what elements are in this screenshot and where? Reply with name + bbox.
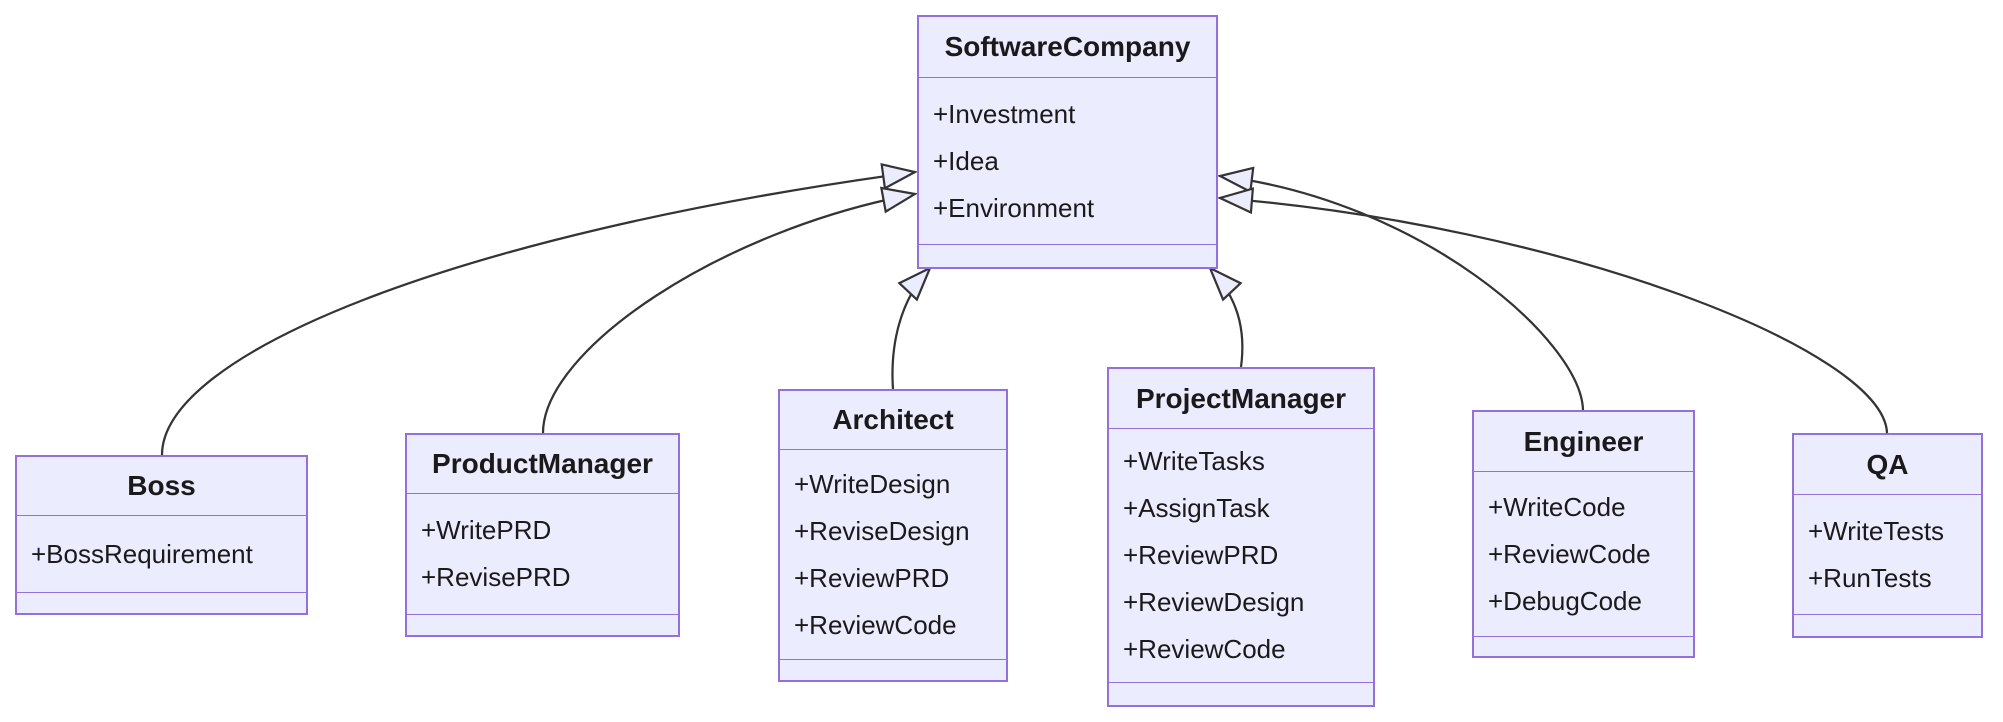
class-members: +WriteCode +ReviewCode +DebugCode	[1474, 472, 1693, 637]
class-title: ProjectManager	[1109, 369, 1373, 429]
class-member: +ReviewPRD	[1123, 540, 1279, 570]
class-title: Boss	[17, 457, 306, 516]
class-member: +Environment	[933, 192, 1095, 223]
edge-engineer-to-softwarecompany	[1216, 166, 1585, 411]
class-member: +RunTests	[1808, 562, 1932, 593]
class-member: +RevisePRD	[421, 562, 571, 592]
edge-productmanager-to-softwarecompany	[541, 186, 919, 434]
class-member: +Idea	[933, 145, 999, 176]
class-members: +Investment +Idea +Environment	[919, 78, 1216, 245]
class-member: +ReviewDesign	[1123, 587, 1305, 617]
edge-projectmanager-to-softwarecompany	[1207, 265, 1244, 368]
class-title: SoftwareCompany	[919, 17, 1216, 78]
class-softwarecompany: SoftwareCompany +Investment +Idea +Envir…	[917, 15, 1218, 269]
class-methods-empty	[407, 615, 678, 635]
class-member: +ReviewCode	[1123, 634, 1286, 664]
class-member: +WriteTasks	[1123, 446, 1265, 476]
class-projectmanager: ProjectManager +WriteTasks +AssignTask +…	[1107, 367, 1375, 707]
class-members: +WriteTasks +AssignTask +ReviewPRD +Revi…	[1109, 429, 1373, 683]
class-boss: Boss +BossRequirement	[15, 455, 308, 615]
class-member: +BossRequirement	[31, 538, 253, 569]
edge-qa-to-softwarecompany	[1216, 187, 1889, 434]
class-methods-empty	[17, 593, 306, 613]
class-engineer: Engineer +WriteCode +ReviewCode +DebugCo…	[1472, 410, 1695, 658]
class-member: +ReviseDesign	[794, 515, 970, 546]
class-member: +AssignTask	[1123, 493, 1270, 523]
class-member: +Investment	[933, 98, 1076, 129]
class-title: ProductManager	[407, 435, 678, 494]
edge-architect-to-softwarecompany	[891, 265, 933, 390]
class-methods-empty	[780, 660, 1006, 680]
class-member: +ReviewCode	[1488, 538, 1651, 569]
class-members: +WriteDesign +ReviseDesign +ReviewPRD +R…	[780, 450, 1006, 660]
class-methods-empty	[919, 245, 1216, 267]
class-member: +ReviewCode	[794, 609, 957, 640]
class-methods-empty	[1109, 683, 1373, 705]
class-members: +WritePRD +RevisePRD	[407, 494, 678, 615]
class-member: +WriteDesign	[794, 468, 951, 499]
class-architect: Architect +WriteDesign +ReviseDesign +Re…	[778, 389, 1008, 682]
class-title: Architect	[780, 391, 1006, 450]
class-member: +ReviewPRD	[794, 562, 950, 593]
class-qa: QA +WriteTests +RunTests	[1792, 433, 1983, 638]
class-members: +WriteTests +RunTests	[1794, 495, 1981, 615]
class-member: +WriteTests	[1808, 515, 1945, 546]
edge-boss-to-softwarecompany	[160, 162, 919, 456]
class-methods-empty	[1794, 615, 1981, 636]
class-member: +WriteCode	[1488, 491, 1626, 522]
class-members: +BossRequirement	[17, 516, 306, 593]
class-member: +DebugCode	[1488, 585, 1642, 616]
class-productmanager: ProductManager +WritePRD +RevisePRD	[405, 433, 680, 637]
class-title: Engineer	[1474, 412, 1693, 472]
class-methods-empty	[1474, 637, 1693, 656]
class-title: QA	[1794, 435, 1981, 495]
class-member: +WritePRD	[421, 515, 552, 545]
